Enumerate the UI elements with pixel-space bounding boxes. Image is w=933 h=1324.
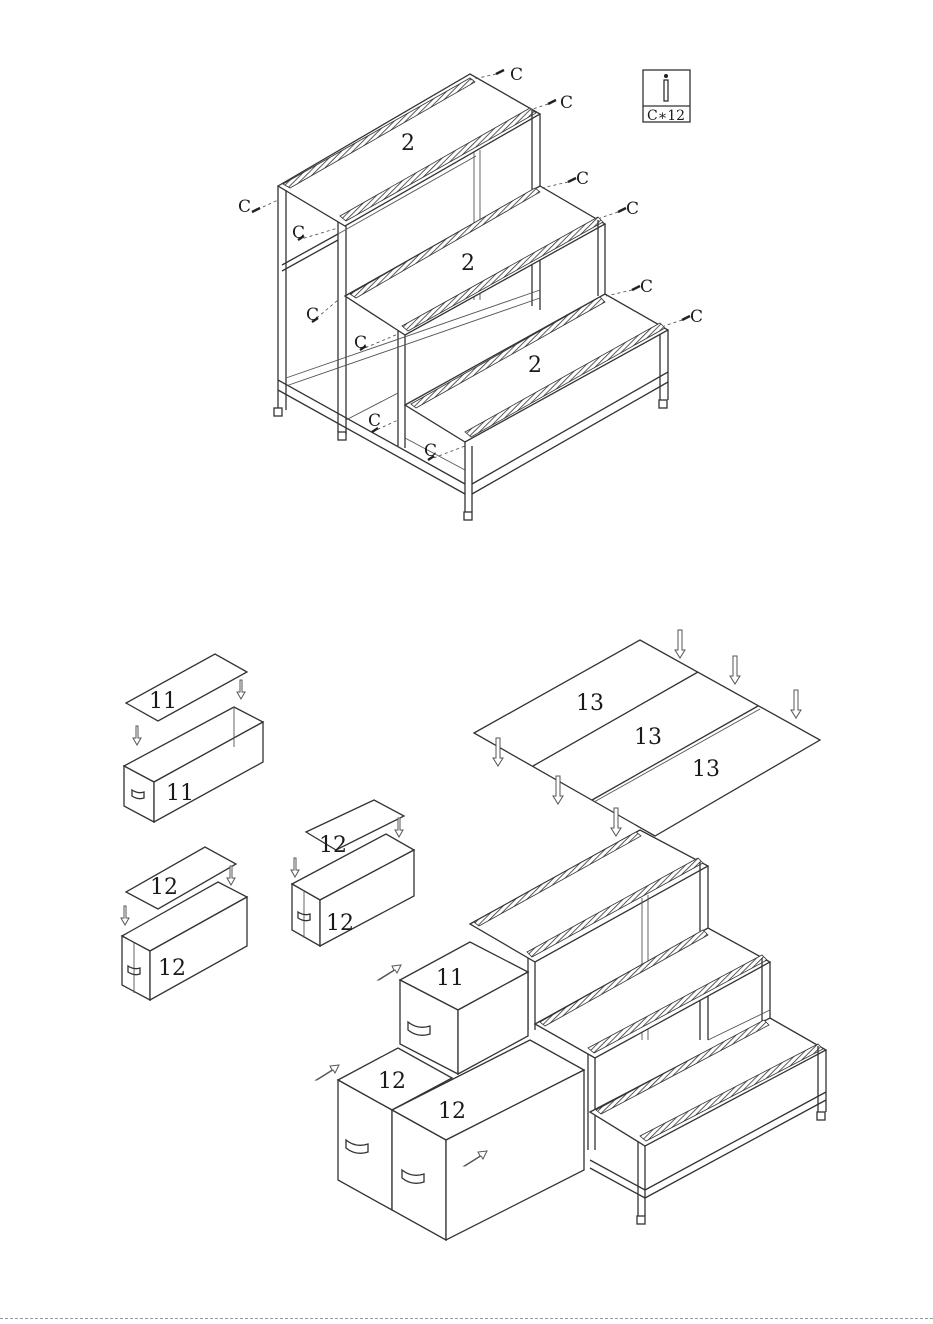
hardware-quantity-label: C∗12 — [647, 108, 685, 124]
screw-label: C — [368, 411, 381, 431]
box-label: 11 — [436, 966, 464, 991]
box-label: 12 — [158, 956, 186, 981]
page-edge-divider — [0, 1318, 933, 1319]
screw-label: C — [560, 93, 573, 113]
storage-box-12: 12 12 — [121, 847, 247, 1000]
panel-label: 13 — [692, 757, 720, 782]
step-board-label: 2 — [461, 251, 475, 276]
storage-box-12: 12 12 — [291, 800, 414, 946]
lid-label: 11 — [149, 689, 177, 714]
screw-label: C — [306, 305, 319, 325]
storage-box-11: 11 11 — [124, 654, 263, 822]
box-label: 12 — [326, 911, 354, 936]
panel-label: 13 — [634, 725, 662, 750]
screw-icon — [664, 74, 668, 101]
lid-label: 12 — [319, 833, 347, 858]
box-label: 12 — [438, 1099, 466, 1124]
screw-label: C — [640, 277, 653, 297]
screw-label: C — [510, 65, 523, 85]
screw-label: C — [626, 199, 639, 219]
box-label: 12 — [378, 1069, 406, 1094]
screw-label: C — [690, 307, 703, 327]
screw-label: C — [354, 333, 367, 353]
screw-label: C — [292, 223, 305, 243]
step-board-label: 2 — [401, 131, 415, 156]
screw-label: C — [576, 169, 589, 189]
hardware-callout: C∗12 — [643, 70, 690, 124]
lid-label: 12 — [150, 875, 178, 900]
top-panels: 13 13 13 — [474, 630, 820, 836]
step1-frame: 2 2 2 — [238, 65, 703, 520]
screw-label: C — [238, 197, 251, 217]
panel-label: 13 — [576, 691, 604, 716]
screw-label: C — [424, 441, 437, 461]
step-board-label: 2 — [528, 353, 542, 378]
box-label: 11 — [166, 781, 194, 806]
